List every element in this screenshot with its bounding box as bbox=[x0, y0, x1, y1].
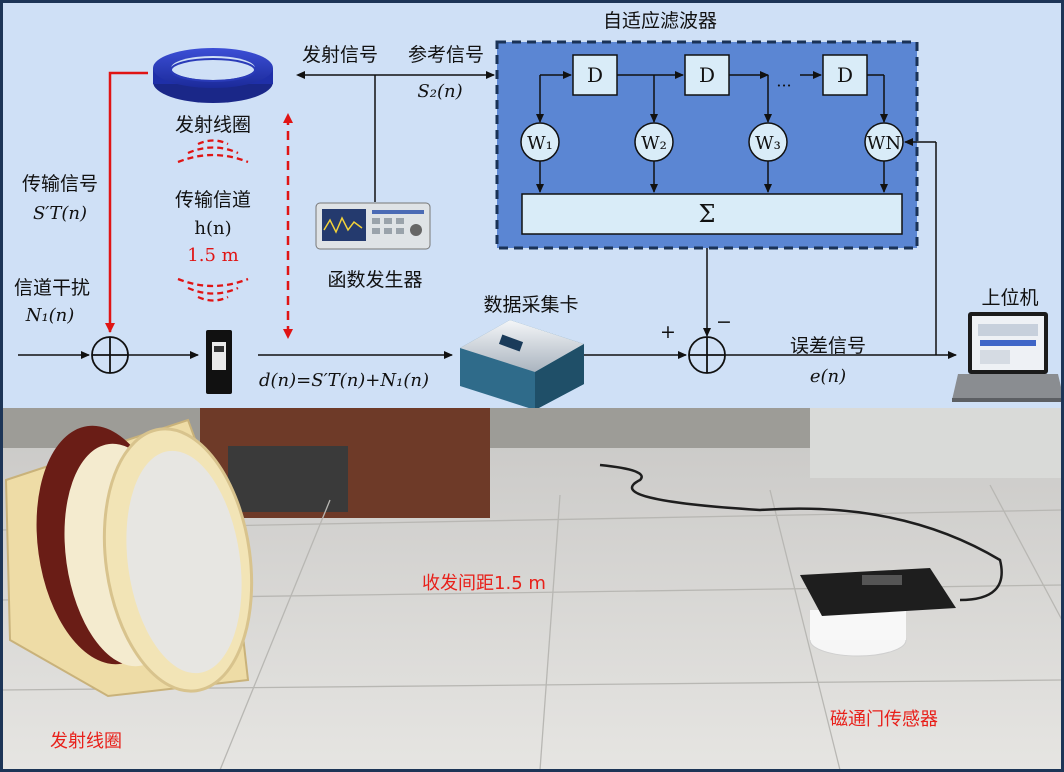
channel-symbol: h(n) bbox=[194, 218, 231, 239]
error-symbol: e(n) bbox=[810, 366, 846, 387]
sum-symbol: Σ bbox=[699, 200, 716, 228]
host-pc-label: 上位机 bbox=[981, 287, 1038, 309]
photo-coil-caption: 发射线圈 bbox=[50, 731, 122, 752]
reference-signal-label: 参考信号 bbox=[408, 44, 484, 66]
transmit-signal-label: 发射信号 bbox=[302, 44, 378, 66]
weight-label-2: W₂ bbox=[641, 133, 667, 154]
minus-sign: − bbox=[716, 311, 732, 333]
transmit-coil-label: 发射线圈 bbox=[175, 114, 251, 136]
sensor-device-image bbox=[206, 330, 232, 394]
plus-sign: + bbox=[660, 321, 676, 343]
transmission-signal-label: 传输信号 bbox=[22, 173, 98, 195]
delay-label-3: D bbox=[837, 63, 853, 87]
distance-label: 1.5 m bbox=[187, 245, 238, 266]
photo-sensor-caption: 磁通门传感器 bbox=[830, 709, 938, 730]
delay-label-1: D bbox=[587, 63, 603, 87]
reference-symbol: S₂(n) bbox=[417, 81, 462, 102]
weight-label-n: WN bbox=[867, 133, 901, 154]
error-signal-label: 误差信号 bbox=[790, 335, 866, 357]
ellipsis: ··· bbox=[776, 76, 791, 95]
transmit-coil-image bbox=[153, 48, 273, 103]
interference-label: 信道干扰 bbox=[14, 277, 90, 299]
function-generator-label: 函数发生器 bbox=[327, 269, 422, 291]
delay-label-2: D bbox=[699, 63, 715, 87]
channel-label: 传输信道 bbox=[175, 189, 251, 211]
weight-label-1: W₁ bbox=[527, 133, 553, 154]
transmission-symbol: S′T(n) bbox=[33, 203, 87, 224]
interference-symbol: N₁(n) bbox=[25, 305, 75, 326]
daq-card-label: 数据采集卡 bbox=[483, 294, 578, 316]
function-generator-image bbox=[316, 203, 430, 249]
photo-distance-caption: 收发间距1.5 m bbox=[422, 573, 546, 594]
host-pc-image bbox=[952, 312, 1064, 402]
d-equation: d(n)=S′T(n)+N₁(n) bbox=[259, 370, 429, 391]
weight-label-3: W₃ bbox=[755, 133, 781, 154]
adaptive-filter-title: 自适应滤波器 bbox=[603, 10, 717, 32]
